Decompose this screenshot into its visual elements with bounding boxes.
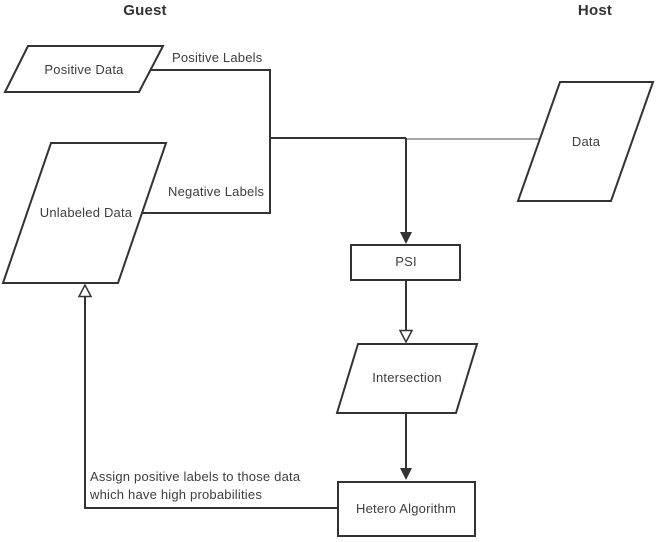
arrowhead-open-into-intersection	[398, 329, 414, 344]
edge-label-negative-labels: Negative Labels	[168, 184, 265, 199]
arrowhead-open-into-unlabeled-data	[77, 283, 93, 298]
node-psi-label: PSI	[395, 254, 417, 270]
node-hetero-algorithm-label: Hetero Algorithm	[355, 501, 457, 517]
feedback-annotation-line2: which have high probabilities	[90, 487, 263, 502]
edge-label-positive-labels: Positive Labels	[172, 50, 263, 65]
node-positive-data-label: Positive Data	[44, 62, 124, 78]
arrowhead-solid-into-hetero	[400, 468, 412, 480]
node-hetero-algorithm-shape	[337, 481, 476, 537]
arrowhead-solid-into-psi	[400, 232, 412, 244]
host-column-title: Host	[577, 2, 613, 19]
node-psi-shape	[350, 244, 461, 281]
node-unlabeled-data-label: Unlabeled Data	[39, 205, 133, 221]
node-host-data-label: Data	[571, 134, 601, 150]
node-unlabeled-data-shape	[1, 142, 168, 284]
feedback-annotation-line1: Assign positive labels to those data	[90, 469, 301, 484]
feedback-annotation: Assign positive labels to those data whi…	[90, 468, 300, 504]
node-intersection-label: Intersection	[372, 370, 442, 386]
guest-column-title: Guest	[123, 2, 167, 19]
node-positive-data-shape	[3, 45, 165, 93]
node-intersection-shape	[335, 343, 479, 414]
node-host-data-shape	[516, 81, 655, 202]
